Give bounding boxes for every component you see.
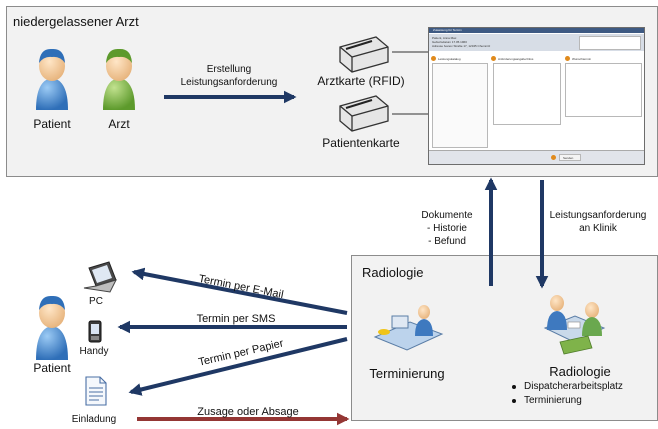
form-panel-calendar bbox=[565, 63, 642, 117]
document-icon bbox=[85, 376, 107, 406]
bullet-terminierung: Terminierung bbox=[524, 395, 582, 406]
form-panel-right-top bbox=[579, 36, 641, 50]
radiologie-meeting-icon bbox=[543, 295, 606, 355]
form-step-1 bbox=[431, 56, 436, 61]
dokumente-line1: Dokumente bbox=[421, 210, 473, 221]
form-step-3 bbox=[565, 56, 570, 61]
form-section-2: Anforderungsangabe/Infos bbox=[498, 57, 534, 61]
patient-person-icon bbox=[36, 48, 68, 110]
form-patient-line1: Patient, Anna Max bbox=[432, 36, 457, 40]
erstellung-label-line1: Erstellung bbox=[206, 64, 252, 75]
form-patient-line3: Adresse Ivanov Straße 17, 12345 Chemnitz bbox=[432, 44, 491, 48]
form-footer bbox=[429, 150, 644, 164]
form-panel-catalog bbox=[432, 63, 488, 148]
phone-icon bbox=[88, 320, 102, 343]
arrow-zusage-label: Zusage oder Absage bbox=[197, 406, 299, 418]
form-step-4 bbox=[551, 155, 556, 160]
arrow-papier bbox=[128, 337, 348, 396]
pc-label: PC bbox=[89, 296, 103, 307]
leistungsanforderung-line2: an Klinik bbox=[579, 223, 617, 234]
arztkarte-label: Arztkarte (RFID) bbox=[317, 74, 405, 88]
patientenkarte-label: Patientenkarte bbox=[322, 136, 400, 150]
einladung-label: Einladung bbox=[71, 414, 117, 425]
patient-label-top: Patient bbox=[33, 117, 71, 131]
form-patient-line2: Geburtsdatum 17.05.1960 bbox=[432, 40, 467, 44]
form-section-3: Wunschtermin bbox=[572, 57, 592, 61]
arzt-box-title: niedergelassener Arzt bbox=[13, 14, 139, 29]
card-reader-patient-icon bbox=[339, 95, 389, 132]
form-thumbnail: Zuweisung für Termin Patient, Anna Max G… bbox=[428, 27, 645, 165]
leistungsanforderung-line1: Leistungsanforderung bbox=[549, 210, 647, 221]
erstellung-label-line2: Leistungsanforderung bbox=[180, 77, 278, 88]
arzt-label: Arzt bbox=[108, 117, 130, 131]
form-panel-info bbox=[493, 63, 561, 125]
form-header: Zuweisung für Termin bbox=[433, 28, 462, 32]
arzt-person-icon bbox=[103, 48, 135, 110]
form-send-label: Senden bbox=[563, 156, 574, 160]
card-reader-arzt-icon bbox=[339, 36, 389, 73]
terminierung-label: Terminierung bbox=[369, 366, 445, 381]
form-send-button bbox=[559, 154, 581, 161]
arrow-sms-label: Termin per SMS bbox=[196, 313, 276, 325]
form-section-1: Leistungskatalog bbox=[438, 57, 461, 61]
laptop-icon bbox=[83, 261, 117, 293]
dokumente-line3: - Befund bbox=[428, 236, 466, 247]
radiologie-box-title: Radiologie bbox=[362, 265, 424, 280]
dokumente-line2: - Historie bbox=[426, 223, 467, 234]
arrow-email bbox=[131, 267, 348, 315]
terminierung-desk-icon bbox=[373, 305, 444, 351]
handy-label: Handy bbox=[79, 346, 109, 357]
form-step-2 bbox=[491, 56, 496, 61]
patient-person-bottom-icon bbox=[36, 295, 68, 360]
bullet-dispatcher: Dispatcherarbeitsplatz bbox=[524, 381, 623, 392]
form-header-bar bbox=[429, 28, 644, 33]
patient-label-bottom: Patient bbox=[33, 361, 71, 375]
radiologie-label: Radiologie bbox=[549, 364, 611, 379]
